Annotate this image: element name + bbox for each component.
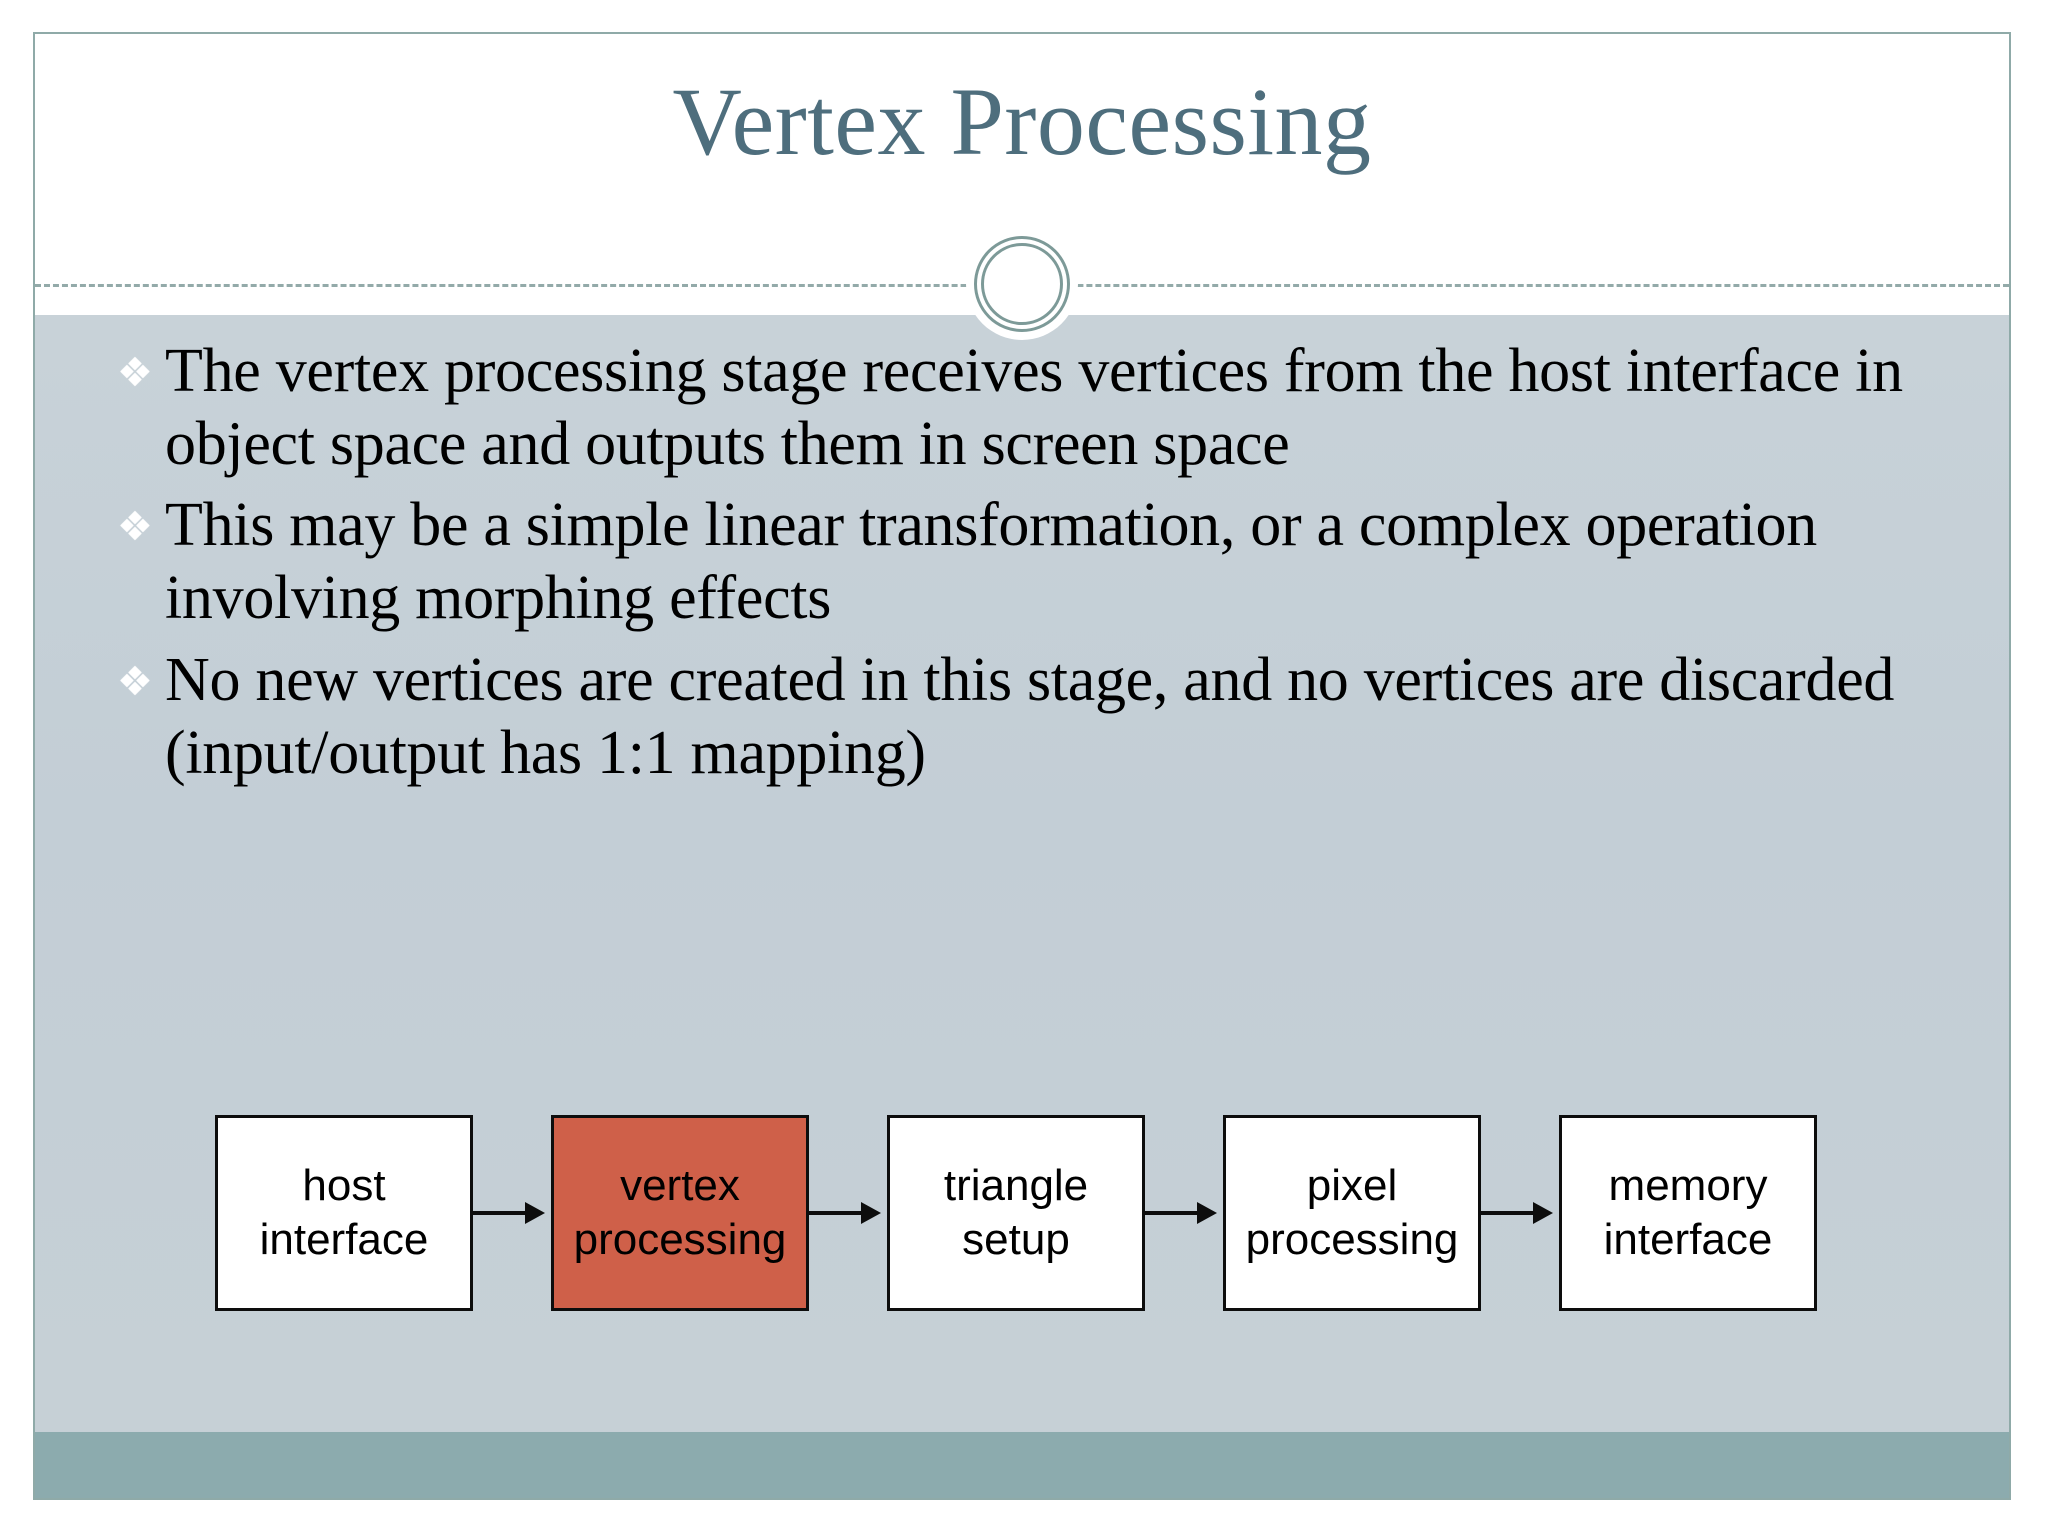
pipeline-stage-label-line1: triangle <box>943 1161 1089 1211</box>
pipeline-stage-label-line2: interface <box>259 1215 429 1264</box>
pipeline-stage-pixel-processing: pixel processing <box>1223 1115 1481 1311</box>
content-panel: ❖ The vertex processing stage receives v… <box>35 315 2009 1432</box>
page-title: Vertex Processing <box>672 68 1372 175</box>
diamond-bullet-icon: ❖ <box>117 658 153 705</box>
pipeline-stage-memory-interface: memory interface <box>1559 1115 1817 1311</box>
list-item-text: This may be a simple linear transformati… <box>165 491 1817 633</box>
diamond-bullet-icon: ❖ <box>117 504 153 551</box>
arrow-right-icon <box>473 1202 551 1224</box>
pipeline-diagram: host interface vertex processing triangl… <box>215 1115 1817 1311</box>
diamond-bullet-icon: ❖ <box>117 350 153 396</box>
pipeline-stage-label-line2: processing <box>573 1215 787 1264</box>
list-item-text: No new vertices are created in this stag… <box>165 645 1895 787</box>
pipeline-stage-label-line1: host <box>302 1161 386 1211</box>
list-item: ❖ The vertex processing stage receives v… <box>117 335 1939 481</box>
pipeline-stage-label-line2: interface <box>1603 1215 1773 1264</box>
arrow-right-icon <box>809 1202 887 1224</box>
pipeline-stage-label-line1: pixel <box>1306 1161 1398 1211</box>
list-item-text: The vertex processing stage receives ver… <box>165 337 1903 479</box>
pipeline-stage-label-line2: setup <box>962 1215 1070 1264</box>
double-ring-circle-icon <box>966 228 1078 340</box>
pipeline-stage-vertex-processing: vertex processing <box>551 1115 809 1311</box>
circle-ring-outer <box>974 236 1070 332</box>
pipeline-stage-host-interface: host interface <box>215 1115 473 1311</box>
arrow-right-icon <box>1481 1202 1559 1224</box>
pipeline-stage-label-line1: vertex <box>620 1161 740 1211</box>
circle-ring-inner <box>981 243 1063 325</box>
pipeline-stage-label-line1: memory <box>1608 1161 1768 1211</box>
footer-bar <box>35 1432 2009 1498</box>
pipeline-stage-label-line2: processing <box>1245 1215 1459 1264</box>
bullet-list: ❖ The vertex processing stage receives v… <box>117 335 1939 798</box>
list-item: ❖ This may be a simple linear transforma… <box>117 489 1939 635</box>
list-item: ❖ No new vertices are created in this st… <box>117 644 1939 790</box>
arrow-right-icon <box>1145 1202 1223 1224</box>
pipeline-stage-triangle-setup: triangle setup <box>887 1115 1145 1311</box>
slide-frame: Vertex Processing ❖ The vertex processin… <box>33 32 2011 1500</box>
